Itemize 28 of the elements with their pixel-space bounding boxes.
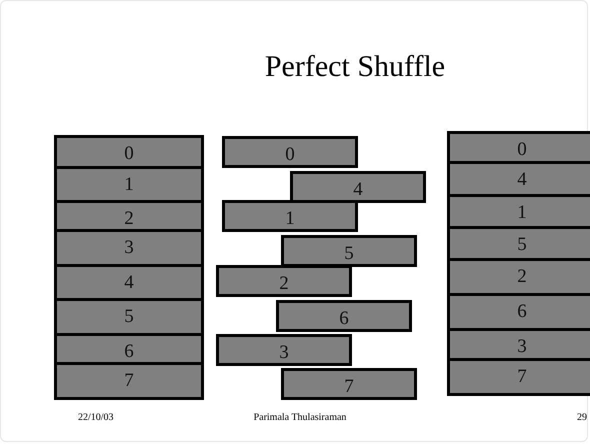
array-cell: 4 <box>54 264 204 298</box>
shifted-element-bar: 2 <box>216 265 352 297</box>
shifted-element-bar: 3 <box>216 334 352 366</box>
shifted-element-bar: 6 <box>276 300 412 332</box>
array-cell: 6 <box>447 293 590 328</box>
slide-title: Perfect Shuffle <box>264 50 446 84</box>
shifted-element-bar: 7 <box>281 368 417 400</box>
array-cell: 5 <box>54 298 204 333</box>
array-cell: 2 <box>447 258 590 293</box>
array-cell: 3 <box>54 229 204 264</box>
shifted-element-bar: 5 <box>281 235 417 267</box>
array-cell: 7 <box>447 358 590 396</box>
array-cell: 0 <box>447 131 590 161</box>
shifted-element-bar: 0 <box>222 136 358 168</box>
array-cell: 0 <box>54 135 204 166</box>
shifted-element-bar: 1 <box>222 200 358 232</box>
array-cell: 2 <box>54 200 204 229</box>
shifted-element-bar: 4 <box>290 171 426 203</box>
author-footer: Parimala Thulasiraman <box>254 412 346 423</box>
array-cell: 4 <box>447 161 590 194</box>
array-cell: 1 <box>447 194 590 226</box>
array-cell: 5 <box>447 226 590 258</box>
array-cell: 3 <box>447 328 590 358</box>
date-footer: 22/10/03 <box>78 412 114 423</box>
page-number: 29 <box>577 412 587 423</box>
array-cell: 1 <box>54 166 204 200</box>
array-cell: 6 <box>54 333 204 362</box>
array-cell: 7 <box>54 362 204 400</box>
